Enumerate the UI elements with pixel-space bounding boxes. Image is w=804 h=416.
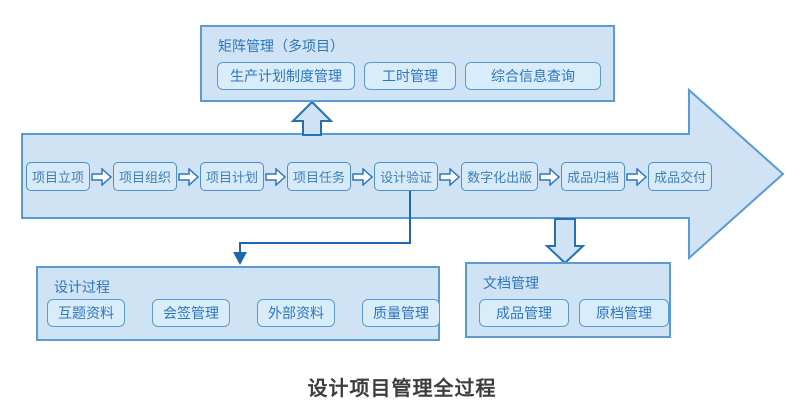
step-project-initiation: 项目立项 [26, 162, 91, 191]
matrix-management-panel: 矩阵管理（多项目） 生产计划制度管理 工时管理 综合信息查询 [200, 25, 615, 102]
up-block-arrow-icon [290, 100, 334, 136]
step-arrow-icon [352, 167, 374, 186]
step-arrow-icon [91, 167, 113, 186]
chip-external-materials: 外部资料 [257, 299, 335, 327]
matrix-panel-title: 矩阵管理（多项目） [218, 38, 344, 54]
step-design-verification: 设计验证 [374, 162, 439, 191]
step-project-organization: 项目组织 [113, 162, 178, 191]
chip-original-archive-management: 原档管理 [579, 299, 669, 327]
step-arrow-icon [626, 167, 648, 186]
diagram-caption: 设计项目管理全过程 [307, 378, 497, 400]
design-panel-title: 设计过程 [54, 279, 110, 295]
matrix-panel-chip-row: 生产计划制度管理 工时管理 综合信息查询 [217, 62, 601, 90]
chip-info-query: 综合信息查询 [465, 62, 601, 90]
chip-mutual-materials: 互题资料 [47, 299, 125, 327]
chip-production-plan-system: 生产计划制度管理 [217, 62, 355, 90]
connector-line [239, 191, 411, 253]
step-product-delivery: 成品交付 [648, 162, 713, 191]
step-arrow-icon [439, 167, 461, 186]
step-project-task: 项目任务 [287, 162, 352, 191]
chip-quality-management: 质量管理 [362, 299, 440, 327]
down-block-arrow-icon [544, 218, 586, 265]
step-project-plan: 项目计划 [200, 162, 265, 191]
step-arrow-icon [265, 167, 287, 186]
process-steps-row: 项目立项 项目组织 项目计划 项目任务 设计验证 数字化出版 成品归档 成品交付 [26, 162, 713, 191]
design-panel-chip-row: 互题资料 会签管理 外部资料 质量管理 [47, 299, 440, 327]
chip-countersign-management: 会签管理 [152, 299, 230, 327]
chip-work-hours: 工时管理 [364, 62, 456, 90]
document-management-panel: 文档管理 成品管理 原档管理 [465, 262, 671, 338]
document-panel-title: 文档管理 [483, 275, 539, 291]
step-product-archiving: 成品归档 [561, 162, 626, 191]
document-panel-chip-row: 成品管理 原档管理 [479, 299, 669, 327]
connector-arrowhead-icon [233, 252, 247, 265]
step-arrow-icon [539, 167, 561, 186]
design-process-panel: 设计过程 互题资料 会签管理 外部资料 质量管理 [36, 266, 440, 341]
chip-product-management: 成品管理 [479, 299, 569, 327]
step-digital-publishing: 数字化出版 [461, 162, 539, 191]
step-arrow-icon [178, 167, 200, 186]
